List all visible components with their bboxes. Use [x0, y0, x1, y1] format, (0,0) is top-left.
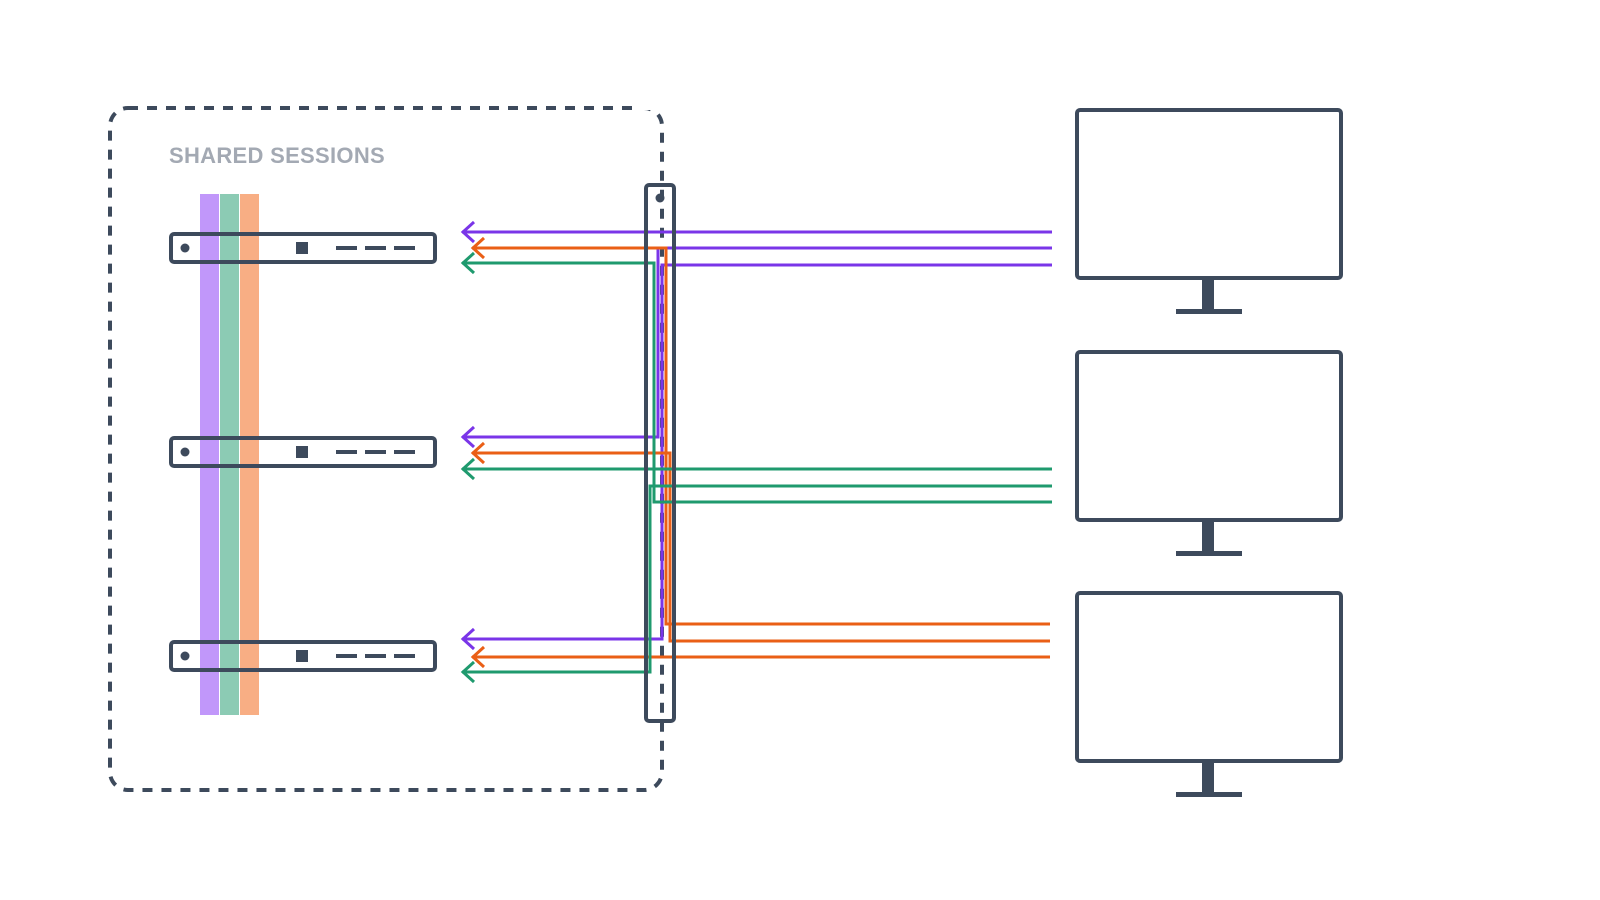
green-line-to-server-3: [462, 484, 1052, 674]
session-band-purple: [200, 194, 219, 715]
connections: [460, 220, 1052, 684]
group-label: SHARED SESSIONS: [169, 143, 385, 168]
orange-line-to-server-1: [472, 246, 1050, 626]
load-balancer: [644, 183, 676, 723]
server-2: [169, 436, 437, 468]
session-band-orange: [240, 194, 259, 715]
client-monitor-3: [1075, 591, 1343, 797]
server-1: [169, 232, 437, 264]
orange-line-to-server-2: [472, 451, 1050, 643]
green-line-to-server-1: [462, 261, 1052, 504]
purple-line-to-server-2: [462, 246, 1052, 439]
client-monitor-2: [1075, 350, 1343, 556]
client-monitor-1: [1075, 108, 1343, 314]
session-band-green: [220, 194, 239, 715]
shared-sessions-boundary: [108, 106, 664, 792]
server-3: [169, 640, 437, 672]
